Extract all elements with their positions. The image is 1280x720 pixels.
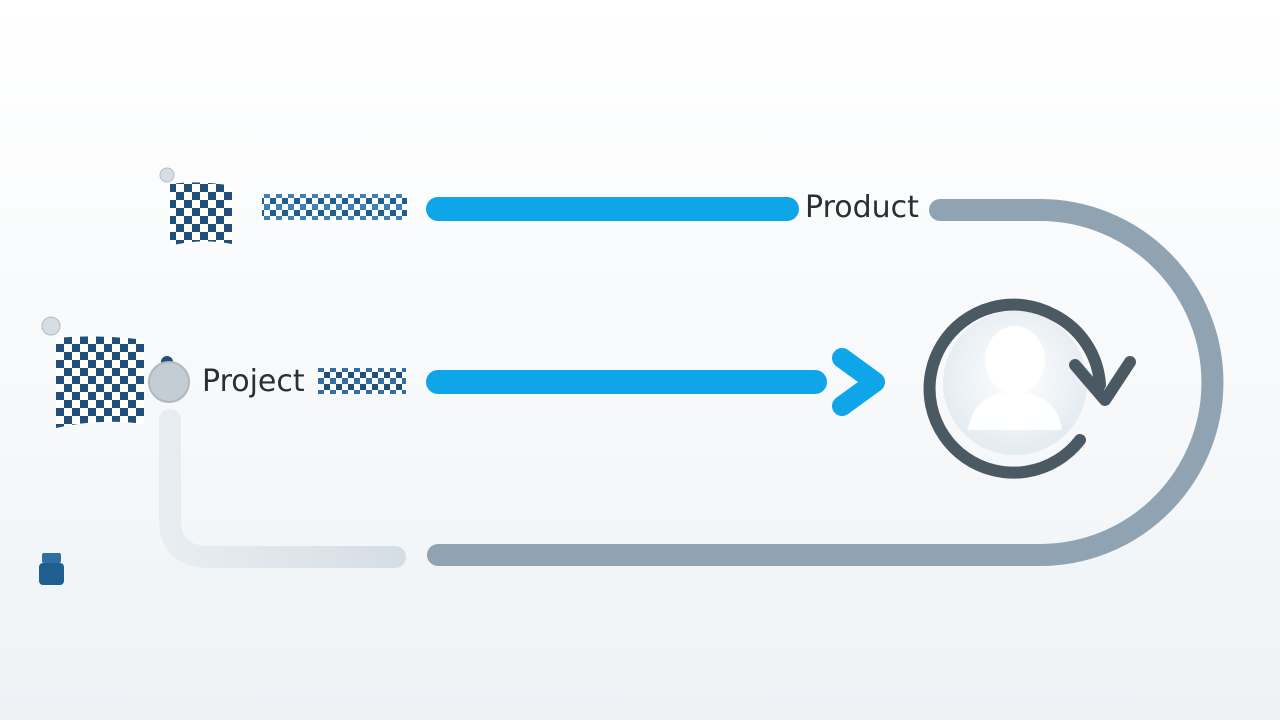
product-label: Product (805, 190, 919, 225)
chevron-right-icon (832, 348, 885, 416)
left-flag-icon (39, 316, 144, 585)
product-checker-strip (262, 194, 407, 220)
top-flag-icon (159, 167, 232, 368)
project-label: Project (202, 364, 305, 399)
loop-track (427, 199, 1224, 566)
project-node (148, 361, 190, 403)
user-refresh-cycle-icon (923, 298, 1136, 479)
project-checker-strip (318, 368, 406, 394)
return-track (159, 409, 406, 568)
